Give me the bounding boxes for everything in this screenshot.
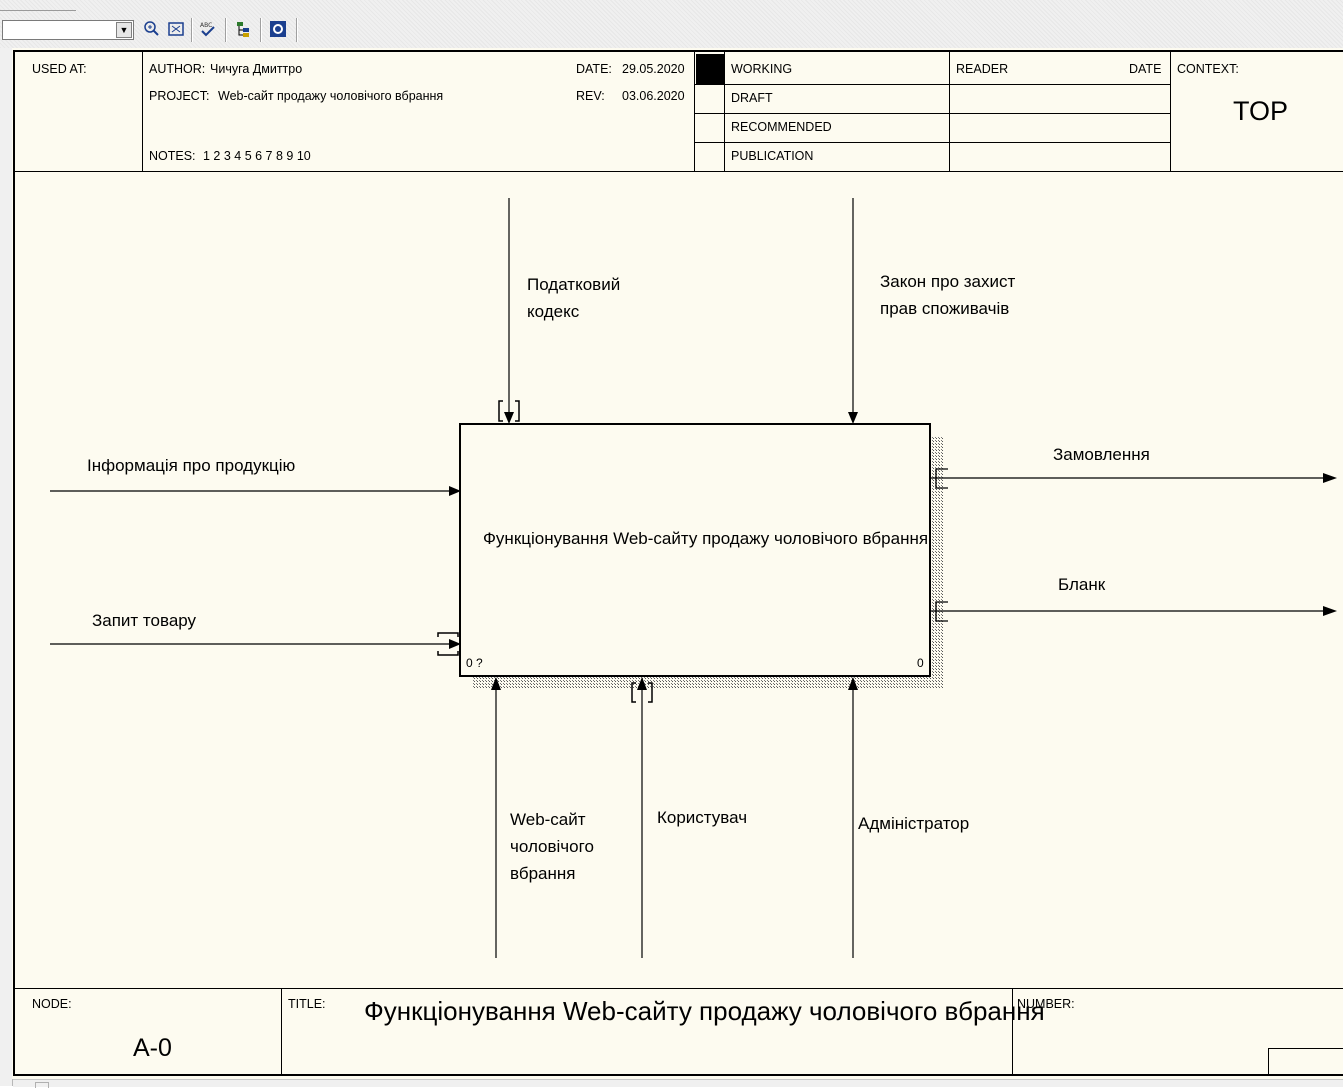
function-box-label[interactable]: Функціонування Web-сайту продажу чоловіч… (483, 529, 929, 548)
author-value: Чичуга Дмиттро (210, 62, 303, 76)
reader-label: READER (956, 62, 1009, 76)
header-divider (694, 52, 695, 171)
status-working: WORKING (731, 62, 793, 76)
input-arrow-request (50, 632, 461, 656)
box-shadow-bottom (472, 676, 943, 688)
author-label: AUTHOR: (149, 62, 206, 76)
box-cost-label: 0 ? (466, 656, 483, 670)
header-divider (1170, 52, 1171, 171)
zoom-icon[interactable] (142, 20, 162, 40)
mechanism-label-site[interactable]: Web-сайт чоловічого вбрання (510, 806, 594, 887)
footer-divider (1012, 988, 1013, 1076)
control-label-law-line: Закон про захист (880, 272, 1016, 291)
project-label: PROJECT: (149, 89, 210, 103)
output-arrow-form (930, 601, 1337, 622)
toolbar-separator (296, 18, 298, 42)
date-label: DATE: (576, 62, 612, 76)
date-value: 29.05.2020 (622, 62, 685, 76)
toolbar-separator (260, 18, 262, 42)
control-label-tax[interactable]: Податковий кодекс (527, 271, 620, 325)
toolbar: ▼ ABC (0, 0, 1343, 48)
notes-label: NOTES: (149, 149, 196, 163)
header-divider (949, 52, 950, 171)
output-arrow-order (930, 468, 1337, 489)
mechanism-label-user[interactable]: Користувач (657, 808, 748, 827)
rev-value: 03.06.2020 (622, 89, 685, 103)
control-label-law[interactable]: Закон про захист прав споживачів (880, 268, 1015, 322)
mechanism-arrow-site (491, 677, 501, 958)
control-arrow-law (848, 198, 858, 424)
svg-text:ABC: ABC (200, 22, 212, 29)
mechanism-arrow-user (631, 677, 653, 958)
mechanism-label-admin[interactable]: Адміністратор (858, 814, 970, 833)
chevron-down-icon[interactable]: ▼ (116, 22, 132, 38)
input-arrow-product-info (50, 486, 461, 496)
number-label: NUMBER: (1017, 997, 1075, 1011)
box-shadow-right (930, 436, 943, 688)
mechanism-arrow-admin (848, 677, 858, 958)
control-label-tax-line: Податковий (527, 275, 621, 294)
footer-divider (281, 988, 282, 1076)
idef0-frame (13, 50, 1343, 1076)
output-label-form[interactable]: Бланк (1058, 575, 1106, 594)
header-divider (142, 52, 143, 171)
diagram-title: Функціонування Web-сайту продажу чоловіч… (364, 996, 1045, 1026)
fit-page-icon[interactable] (166, 20, 186, 40)
box-node-number: 0 (917, 656, 924, 670)
status-indicator (35, 1082, 49, 1088)
control-arrow-tax (498, 198, 520, 424)
status-row-rule (694, 113, 1170, 114)
context-value: TOP (1233, 96, 1289, 126)
used-at-label: USED AT: (32, 62, 87, 76)
node-label: NODE: (32, 997, 72, 1011)
input-label-request[interactable]: Запит товару (92, 611, 197, 630)
notes-value: 1 2 3 4 5 6 7 8 9 10 (203, 149, 311, 163)
control-label-tax-line: кодекс (527, 302, 580, 321)
project-value: Web-сайт продажу чоловічого вбрання (218, 89, 444, 103)
output-label-order[interactable]: Замовлення (1053, 445, 1150, 464)
control-label-law-line: прав споживачів (880, 299, 1010, 318)
status-row-rule (694, 84, 1170, 85)
model-tree-icon[interactable] (234, 20, 254, 40)
status-publication: PUBLICATION (731, 149, 814, 163)
zoom-combo[interactable]: ▼ (2, 20, 134, 40)
mechanism-label-site-line: Web-сайт (510, 810, 586, 829)
toolbar-separator (225, 18, 227, 42)
status-row-rule (694, 142, 1170, 143)
number-field-box (1268, 1048, 1343, 1076)
model-explorer-icon[interactable] (268, 20, 288, 40)
toolbar-divider (0, 10, 76, 11)
input-label-product-info[interactable]: Інформація про продукцію (87, 456, 296, 475)
toolbar-separator (191, 18, 193, 42)
mechanism-label-site-line: чоловічого (510, 837, 594, 856)
context-label: CONTEXT: (1177, 62, 1239, 76)
mechanism-label-site-line: вбрання (510, 864, 576, 883)
active-status-marker (696, 54, 724, 84)
header-divider (724, 52, 725, 171)
title-label: TITLE: (288, 997, 326, 1011)
reader-date-label: DATE (1129, 62, 1162, 76)
rev-label: REV: (576, 89, 605, 103)
node-value: A-0 (133, 1034, 172, 1062)
footer-top-rule (13, 988, 1343, 989)
status-draft: DRAFT (731, 91, 773, 105)
function-box (459, 423, 931, 677)
status-recommended: RECOMMENDED (731, 120, 832, 134)
spell-check-icon[interactable]: ABC (198, 20, 218, 40)
status-strip (13, 1079, 1343, 1088)
header-bottom-rule (13, 171, 1343, 172)
